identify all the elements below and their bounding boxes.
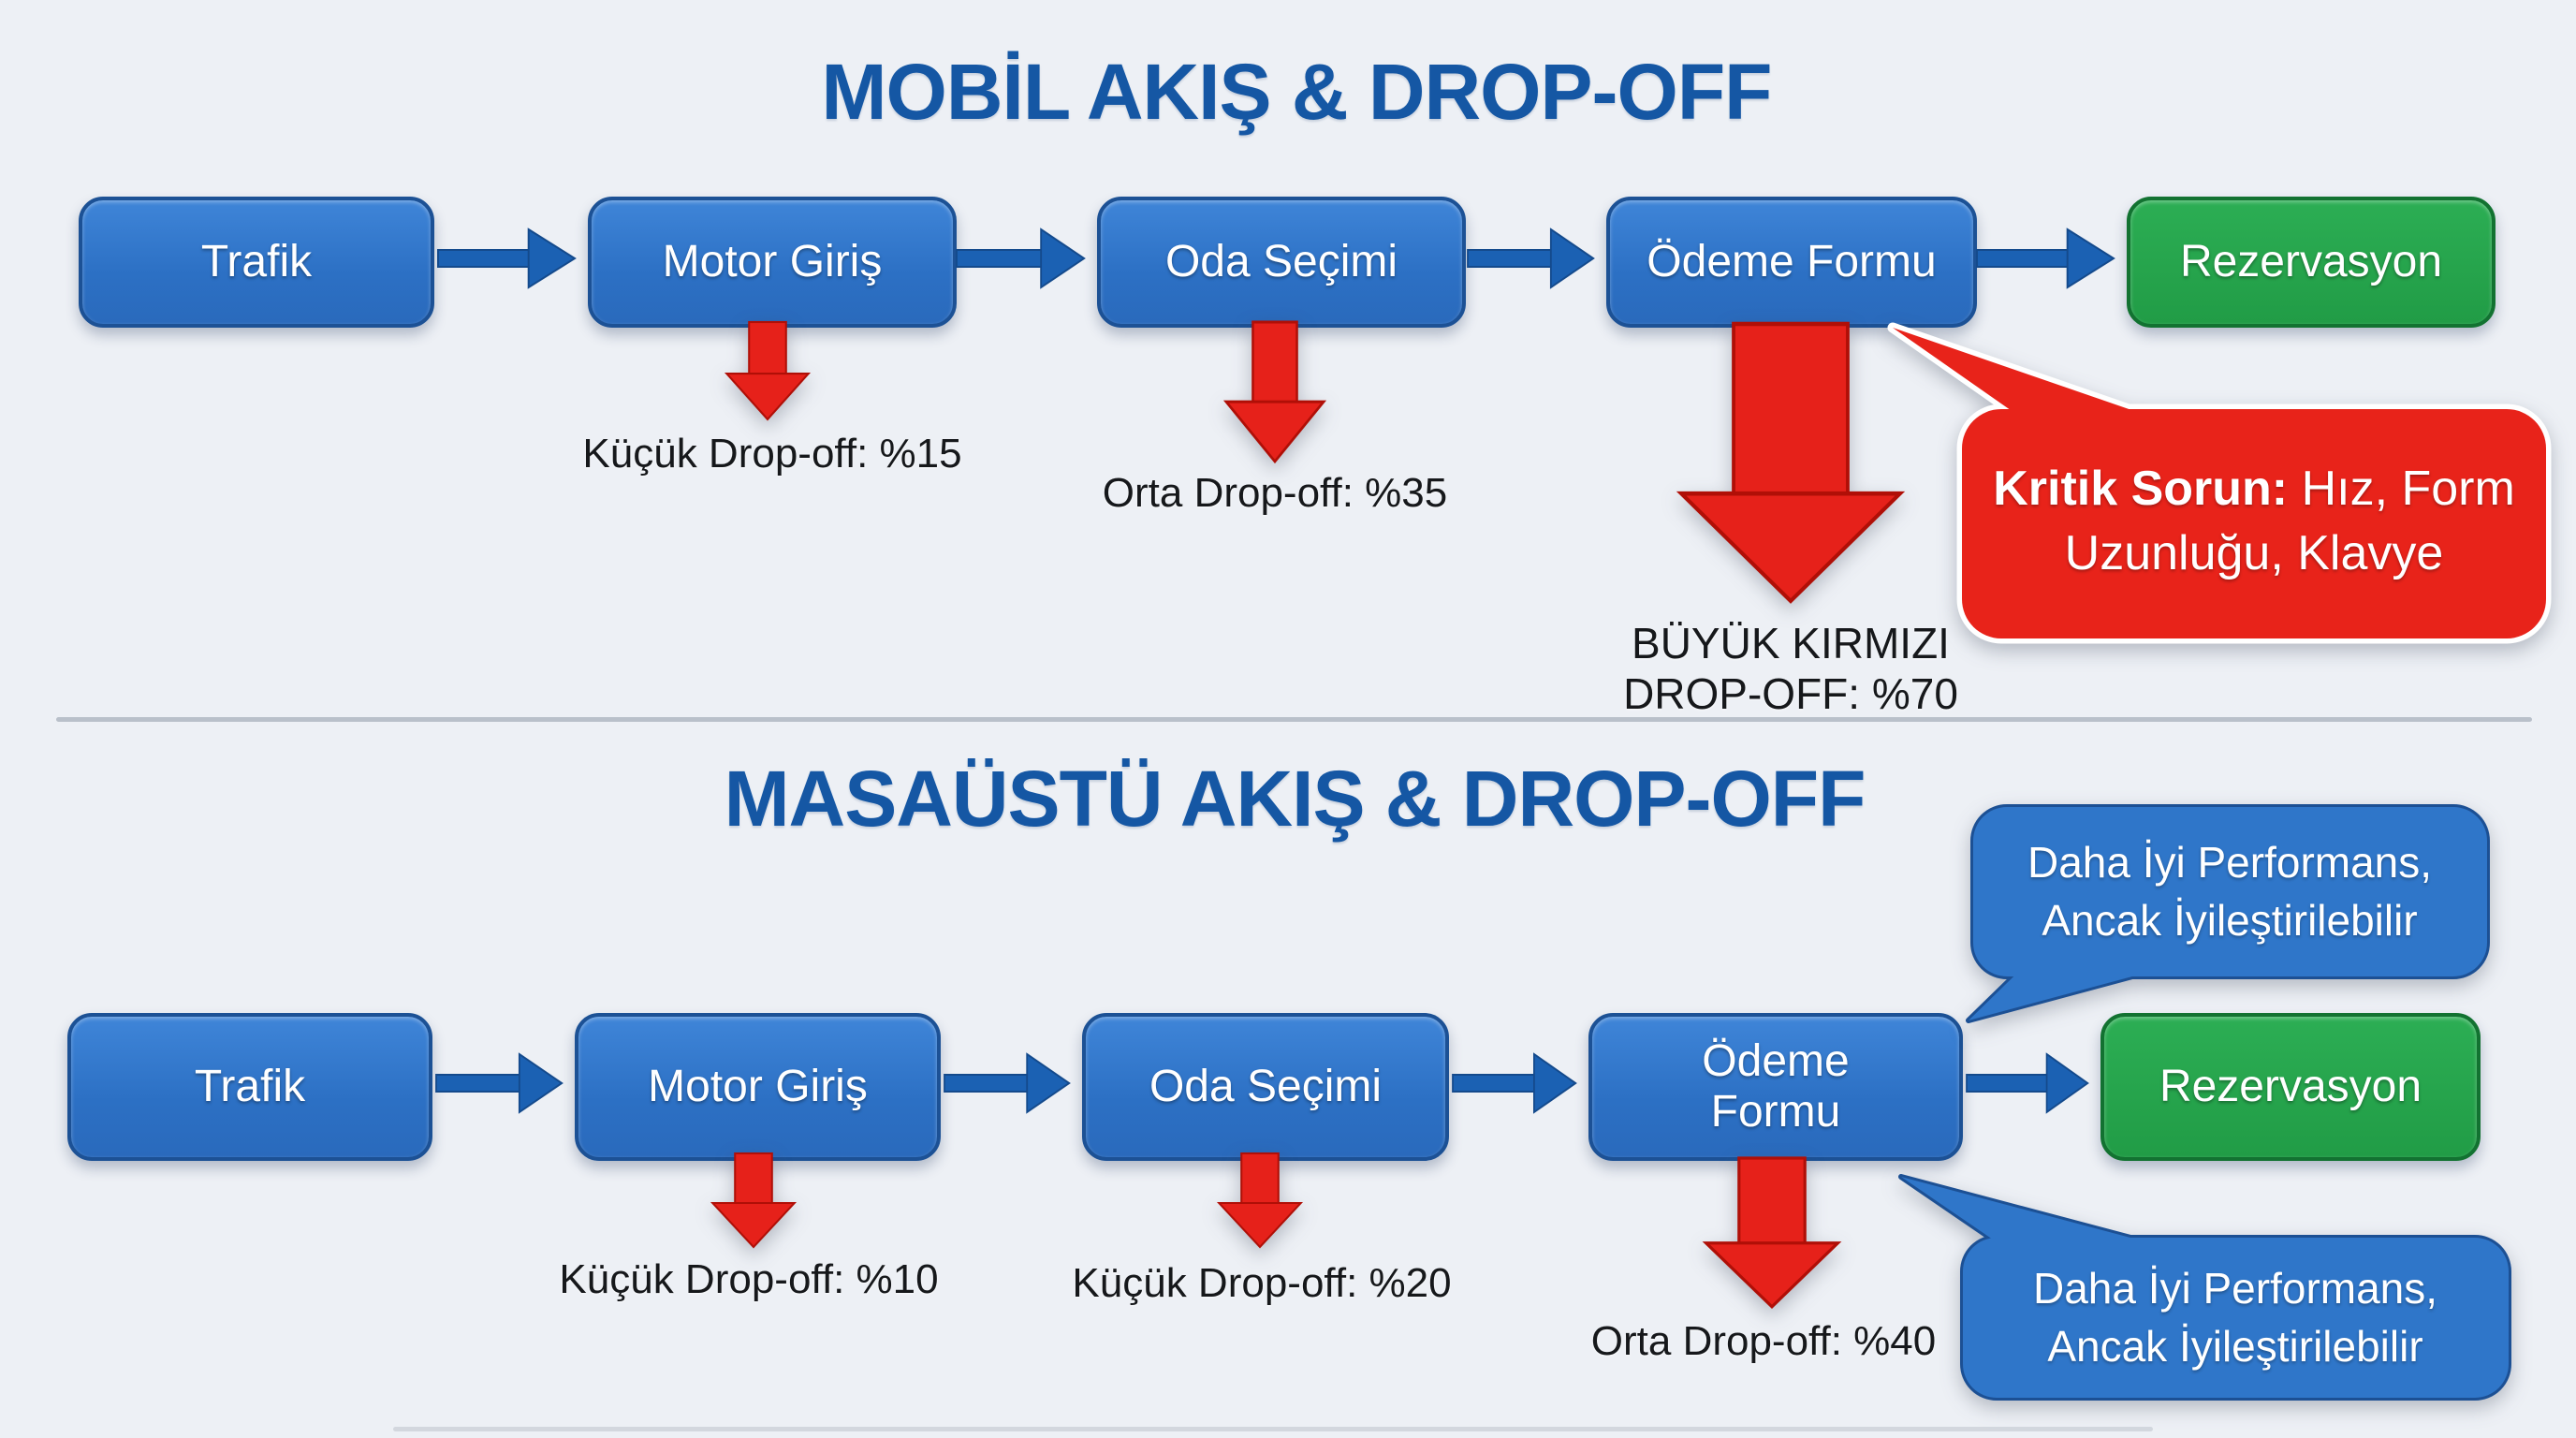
dropoff-label: Orta Drop-off: %35 [1102,470,1448,516]
dropoff-label: Orta Drop-off: %40 [1590,1318,1937,1364]
critical-issue-speech-bubble [1887,322,2552,644]
arrow-right-icon [1467,227,1595,289]
arrow-right-icon [944,1052,1071,1114]
section-divider [56,717,2532,722]
flow-node-odeme-formu-desktop: Ödeme Formu [1588,1013,1963,1161]
dropoff-label: Küçük Drop-off: %15 [582,431,962,477]
dropoff-label-line1: BÜYÜK KIRMIZI [1632,619,1950,668]
node-label: Motor Giriş [662,237,883,287]
performance-callout-text: Daha İyi Performans, Ancak İyileştirileb… [2027,838,2433,946]
performance-speech-bubble [1966,804,2490,1023]
node-label: Rezervasyon [2179,237,2443,287]
arrow-right-icon [437,227,577,289]
node-label: Trafik [194,1062,306,1112]
node-label: Oda Seçimi [1164,237,1398,287]
flow-node-oda-secimi-mobile: Oda Seçimi [1097,197,1466,328]
dropoff-arrow-down-icon [1702,1156,1842,1309]
node-label: Rezervasyon [2159,1062,2422,1112]
dropoff-label-line2: DROP-OFF: %70 [1623,669,1958,719]
bottom-edge-line [393,1427,2153,1431]
performance-callout-text: Daha İyi Performans, Ancak İyileştirileb… [2032,1264,2438,1372]
node-label: Ödeme Formu [1702,1036,1850,1137]
node-label: Motor Giriş [648,1062,868,1112]
desktop-section-title: MASAÜSTÜ AKIŞ & DROP-OFF [724,755,1866,843]
arrow-right-icon [435,1052,564,1114]
performance-speech-bubble [1898,1174,2511,1401]
dropoff-arrow-down-icon [1676,321,1906,604]
flow-node-rezervasyon-desktop: Rezervasyon [2100,1013,2481,1161]
flow-node-oda-secimi-desktop: Oda Seçimi [1082,1013,1449,1161]
dropoff-arrow-down-icon [710,1152,798,1249]
dropoff-label: Küçük Drop-off: %20 [1072,1260,1452,1306]
arrow-right-icon [1966,1052,2089,1114]
dropoff-arrow-down-icon [724,320,812,421]
node-label: Trafik [200,237,313,287]
flow-node-motor-giris-mobile: Motor Giriş [588,197,957,328]
dropoff-label: Küçük Drop-off: %10 [559,1256,939,1302]
node-label: Ödeme Formu [1647,237,1937,287]
node-label: Oda Seçimi [1149,1062,1383,1112]
critical-issue-bold: Kritik Sorun: [1993,462,2289,516]
flow-node-rezervasyon-mobile: Rezervasyon [2127,197,2496,328]
arrow-right-icon [1452,1052,1577,1114]
arrow-right-icon [1976,227,2115,289]
mobile-section-title: MOBİL AKIŞ & DROP-OFF [821,48,1773,136]
critical-issue-text: Kritik Sorun: Hız, Form Uzunluğu, Klavye [1993,462,2515,580]
arrow-right-icon [956,227,1086,289]
dropoff-arrow-down-icon [1222,320,1327,464]
flow-node-odeme-formu-mobile: Ödeme Formu [1606,197,1977,328]
flow-node-trafik-desktop: Trafik [67,1013,432,1161]
flow-node-trafik-mobile: Trafik [79,197,434,328]
dropoff-arrow-down-icon [1216,1152,1304,1249]
dropoff-label-large: BÜYÜK KIRMIZI DROP-OFF: %70 [1623,618,1958,720]
flow-node-motor-giris-desktop: Motor Giriş [575,1013,941,1161]
